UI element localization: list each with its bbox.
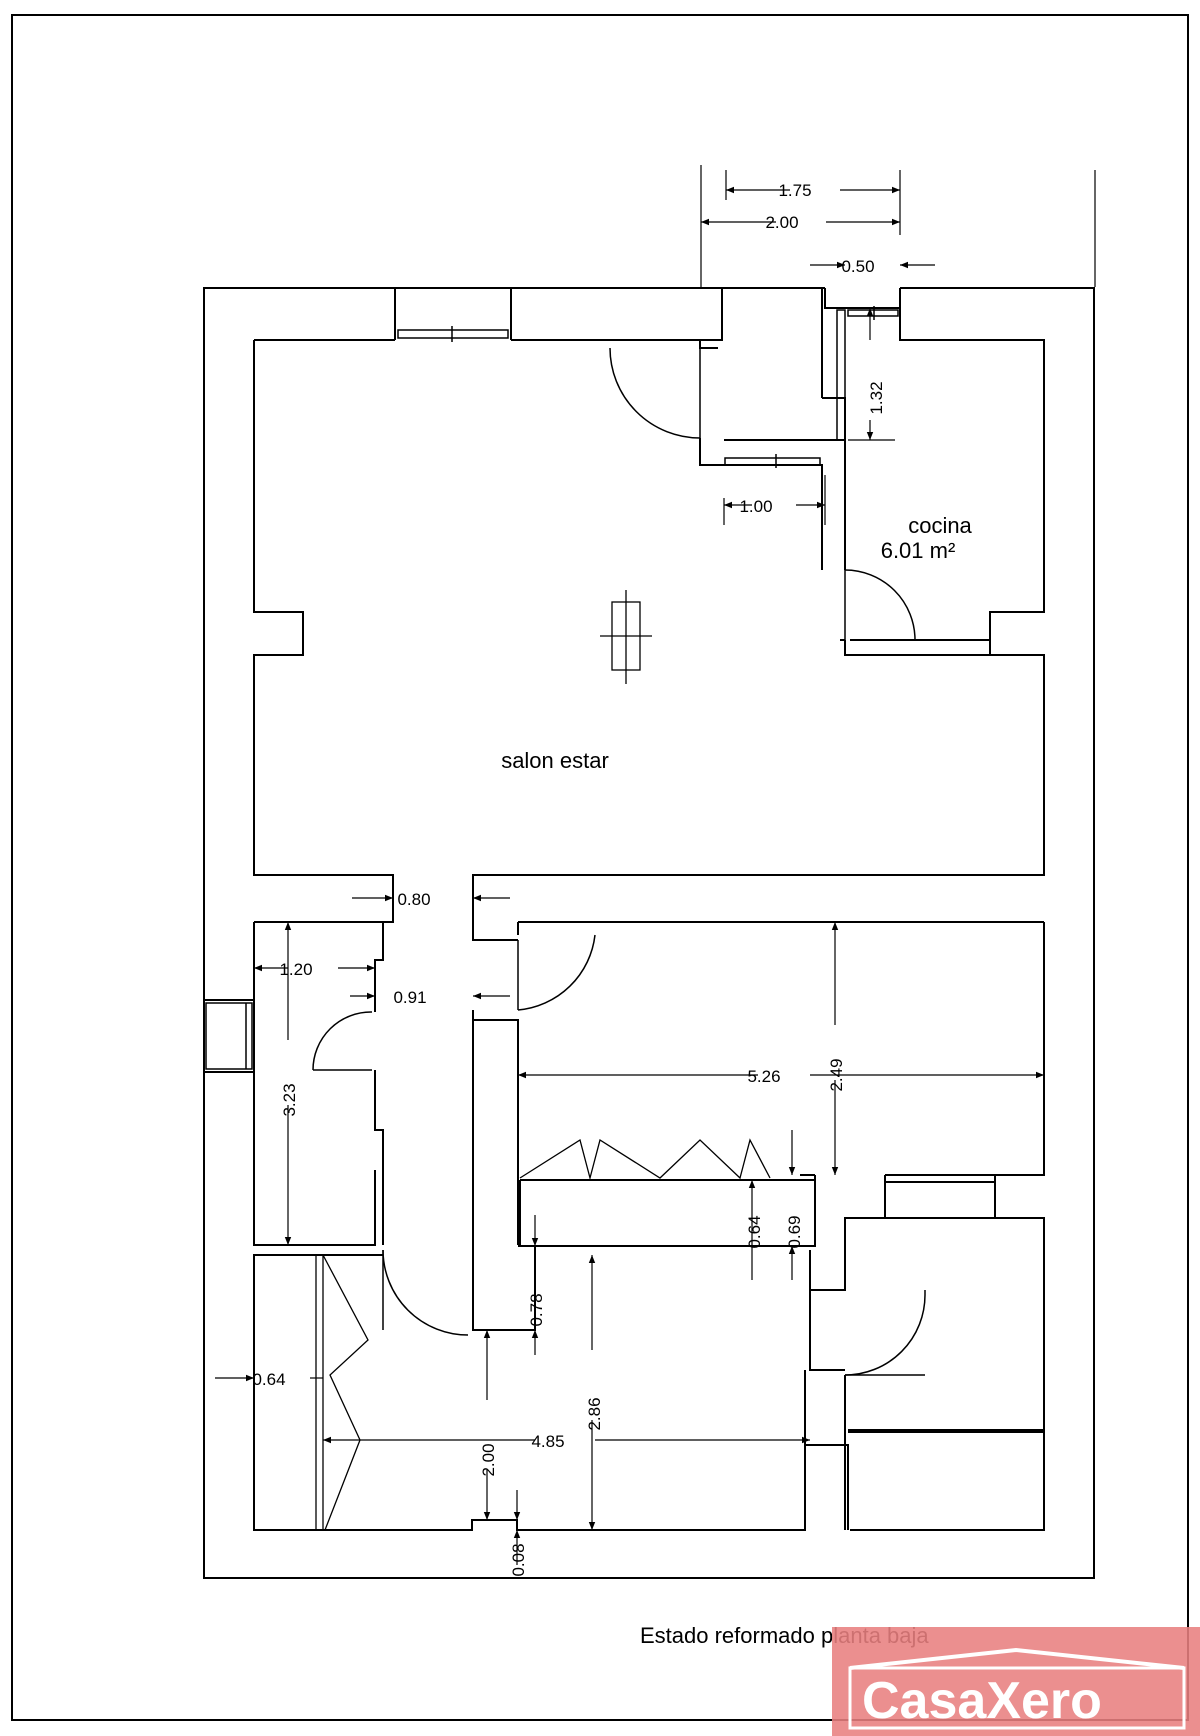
- dimension-label: 2.00: [479, 1443, 498, 1476]
- casaxero-logo: [832, 1627, 1200, 1736]
- logo-roof-icon: [849, 1647, 1185, 1670]
- doors: [312, 347, 926, 1376]
- room-area-cocina: 6.01 m²: [881, 538, 956, 563]
- interior-walls: [253, 910, 1045, 1531]
- logo-text: CasaXero: [862, 1672, 1102, 1730]
- dimension-label: 2.86: [585, 1397, 604, 1430]
- dimension-label: 0.64: [252, 1370, 285, 1389]
- dimension-label: 0.64: [745, 1215, 764, 1248]
- dimension-label: 1.32: [867, 381, 886, 414]
- light-fixture-icon: [600, 590, 652, 684]
- dimension-label: 1.75: [778, 181, 811, 200]
- logo-background: [832, 1627, 1200, 1736]
- windows: [205, 306, 899, 1070]
- dimension-label: 2.00: [765, 213, 798, 232]
- sheet-border: [11, 14, 1189, 1721]
- dimension-label: 0.91: [393, 988, 426, 1007]
- dimension-label: 1.20: [279, 960, 312, 979]
- room-label-cocina: cocina: [908, 513, 972, 538]
- dimension-label: 3.23: [280, 1083, 299, 1116]
- dimension-label: 4.85: [531, 1432, 564, 1451]
- dimension-label: 5.26: [747, 1067, 780, 1086]
- dimension-lines: [215, 165, 1096, 1565]
- dimension-label: 0.69: [785, 1215, 804, 1248]
- dimension-label: 2.49: [827, 1058, 846, 1091]
- closet-doors: [315, 1138, 771, 1531]
- dimension-label: 0.78: [527, 1293, 546, 1326]
- dimension-label: 0.50: [841, 257, 874, 276]
- dimension-label: 1.00: [739, 497, 772, 516]
- dimension-label: 0.08: [509, 1543, 528, 1576]
- dimension-label: 0.80: [397, 890, 430, 909]
- room-label-salon: salon estar: [501, 748, 609, 773]
- exterior-walls: [203, 287, 1095, 1579]
- logo-frame: [848, 1666, 1186, 1730]
